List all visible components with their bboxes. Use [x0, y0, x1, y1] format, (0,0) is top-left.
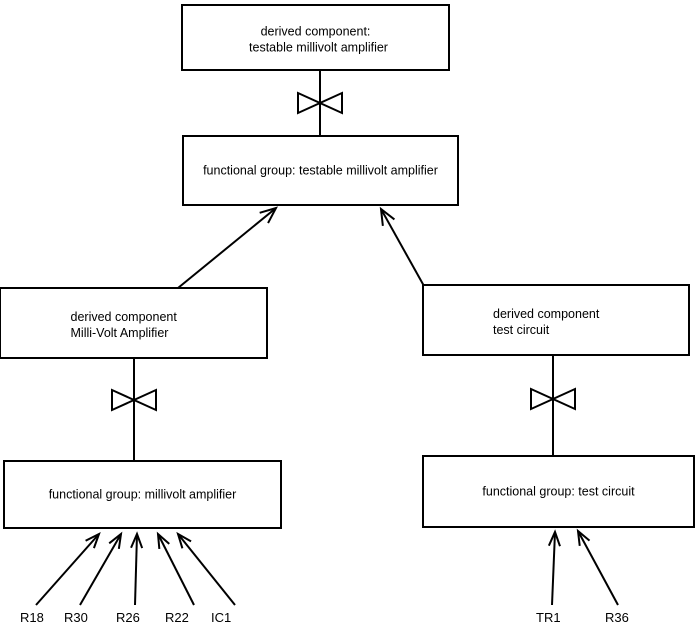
leaf-arrow-R26-head [130, 531, 144, 549]
leaf-arrow-R30-head [108, 531, 123, 549]
bowtie-right-triangle-bowtie-left [131, 388, 157, 412]
box-outline-fg-test-circuit [422, 455, 695, 528]
leaf-component-R18[interactable]: R18 [20, 531, 101, 625]
leaf-component-R36[interactable]: R36 [576, 528, 629, 625]
generalization-arrow-milli-volt-to-testable [177, 206, 278, 289]
leaf-label-R30: R30 [64, 610, 88, 625]
box-outline-derived-testable-millivolt-amplifier [181, 4, 450, 71]
box-layer: derived component: testable millivolt amp… [0, 4, 695, 529]
bowtie-right-triangle-bowtie-right [550, 387, 576, 411]
box-outline-derived-milli-volt-amplifier [0, 287, 268, 359]
leaf-arrow-R36-shaft [577, 530, 619, 606]
box-line1-fg-test-circuit: functional group: test circuit [482, 485, 635, 499]
generalization-arrow-test-circuit-to-testable [379, 206, 425, 287]
box-line2-derived-testable-millivolt-amplifier: testable millivolt amplifier [249, 41, 388, 55]
leaf-arrow-IC1-head [176, 531, 192, 549]
box-fg-test-circuit[interactable]: functional group: test circuit [422, 455, 695, 528]
generalization-arrow-milli-volt-to-testable-head [259, 206, 278, 224]
composition-connector-bowtie-right [530, 355, 576, 456]
bowtie-left-triangle-bowtie-right [530, 387, 556, 411]
leaf-arrow-R22-shaft [157, 533, 195, 606]
box-derived-testable-millivolt-amplifier[interactable]: derived component: testable millivolt amp… [181, 4, 450, 71]
bowtie-left-triangle-bowtie-left [111, 388, 137, 412]
box-line1-derived-milli-volt-amplifier: derived component [71, 310, 178, 324]
leaf-arrow-R22 [156, 531, 195, 606]
box-line1-fg-testable-millivolt-amplifier: functional group: testable millivolt amp… [203, 164, 438, 178]
box-fg-millivolt-amplifier[interactable]: functional group: millivolt amplifier [3, 460, 282, 529]
leaf-arrow-R22-head [156, 531, 170, 550]
box-outline-fg-millivolt-amplifier [3, 460, 282, 529]
leaf-arrow-R26 [130, 531, 144, 606]
bowtie-right-triangle-bowtie-top [317, 91, 343, 115]
connector-layer [111, 70, 576, 461]
leaf-arrow-R26-shaft [134, 533, 138, 606]
leaf-component-R30[interactable]: R30 [64, 531, 123, 625]
box-line1-derived-testable-millivolt-amplifier: derived component: [261, 25, 371, 39]
box-outline-fg-testable-millivolt-amplifier [182, 135, 459, 206]
box-line1-fg-millivolt-amplifier: functional group: millivolt amplifier [49, 488, 237, 502]
generalization-arrow-milli-volt-to-testable-shaft [177, 207, 277, 289]
box-line1-derived-test-circuit: derived component [493, 307, 600, 321]
leaf-layer: R18 R30 R26 R22 IC1 TR1 R36 [20, 528, 629, 625]
leaf-component-IC1[interactable]: IC1 [176, 531, 236, 625]
leaf-component-TR1[interactable]: TR1 [536, 529, 561, 625]
leaf-component-R22[interactable]: R22 [156, 531, 195, 625]
leaf-arrow-R18-shaft [35, 533, 100, 606]
composition-connector-bowtie-left [111, 358, 157, 461]
leaf-label-IC1: IC1 [211, 610, 231, 625]
box-line2-derived-test-circuit: test circuit [493, 323, 550, 337]
leaf-label-TR1: TR1 [536, 610, 561, 625]
leaf-arrow-R30 [79, 531, 123, 606]
leaf-arrow-R30-shaft [79, 533, 122, 606]
leaf-label-R36: R36 [605, 610, 629, 625]
leaf-arrow-R36 [576, 528, 619, 606]
leaf-label-R26: R26 [116, 610, 140, 625]
leaf-arrow-TR1 [547, 529, 561, 606]
leaf-arrow-R36-head [576, 528, 591, 547]
leaf-arrow-TR1-shaft [551, 531, 556, 606]
box-outline-derived-test-circuit [422, 284, 690, 356]
box-derived-test-circuit[interactable]: derived component test circuit [422, 284, 690, 356]
leaf-arrow-TR1-head [547, 529, 561, 547]
box-line2-derived-milli-volt-amplifier: Milli-Volt Amplifier [71, 326, 169, 340]
leaf-arrow-IC1-shaft [177, 533, 236, 606]
composition-connector-bowtie-top [297, 70, 343, 136]
leaf-label-R22: R22 [165, 610, 189, 625]
generalization-arrow-test-circuit-to-testable-shaft [380, 208, 425, 287]
leaf-arrow-R18-head [85, 531, 101, 549]
box-fg-testable-millivolt-amplifier[interactable]: functional group: testable millivolt amp… [182, 135, 459, 206]
leaf-label-R18: R18 [20, 610, 44, 625]
leaf-arrow-IC1 [176, 531, 236, 606]
bowtie-left-triangle-bowtie-top [297, 91, 323, 115]
leaf-arrow-R18 [35, 531, 101, 606]
leaf-component-R26[interactable]: R26 [116, 531, 144, 625]
generalization-arrow-test-circuit-to-testable-head [379, 206, 396, 227]
